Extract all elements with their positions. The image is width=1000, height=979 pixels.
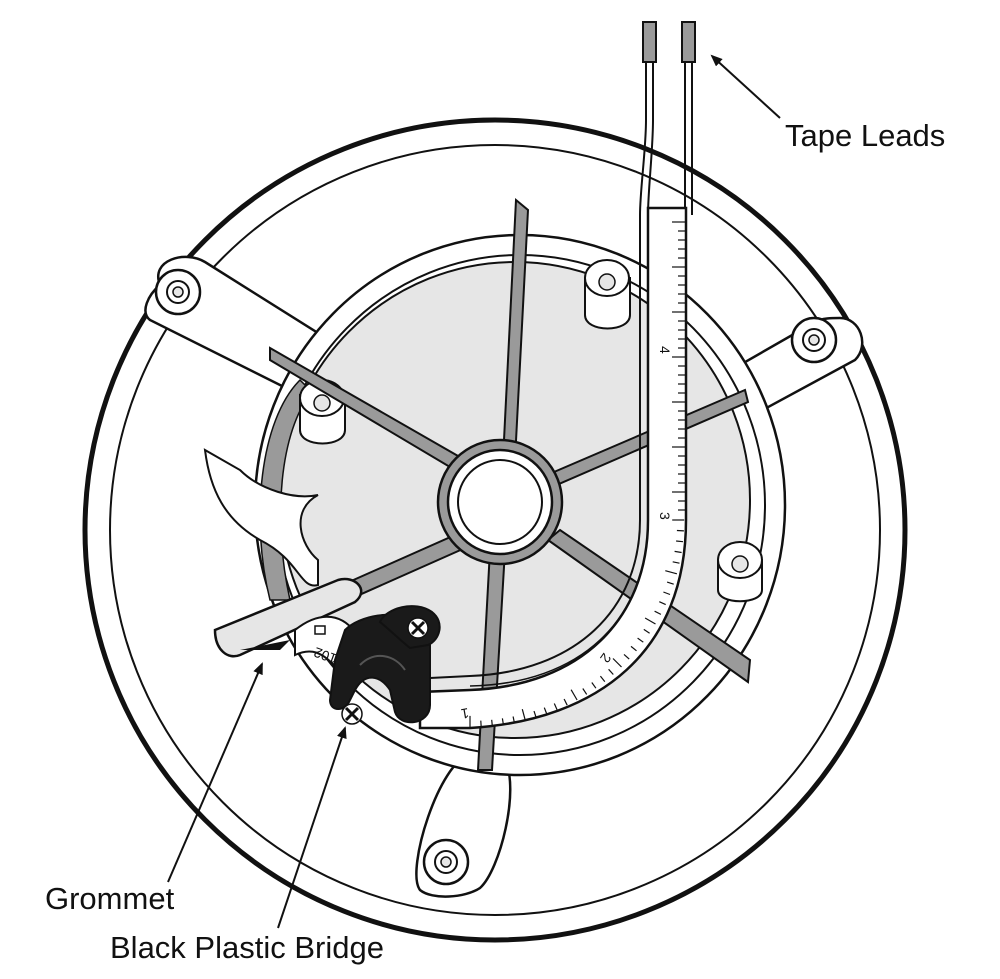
tape-tick	[570, 689, 578, 701]
tape-tick	[491, 719, 493, 727]
screw-icon	[313, 394, 331, 412]
tape-tick	[676, 540, 684, 543]
arrow-icon	[277, 726, 347, 929]
mounting-arm-bottom	[415, 753, 512, 898]
screw-icon	[598, 273, 616, 291]
tape-tick	[533, 710, 537, 718]
tape-tick	[563, 698, 568, 706]
tape-tick	[599, 675, 606, 682]
tape-lead-connector	[681, 21, 696, 63]
tape-tick	[521, 709, 526, 721]
spool-label: 102	[311, 644, 339, 667]
arrow-icon	[710, 54, 781, 119]
tape-ticks	[469, 221, 686, 728]
tape-number-1: 1	[460, 705, 471, 722]
tape-tick	[630, 645, 637, 652]
tape-tick	[665, 570, 678, 575]
black-plastic-bridge	[328, 605, 441, 725]
measuring-tape: 4 3 2 1	[418, 206, 688, 730]
tape-tick	[612, 658, 622, 668]
hub-bore	[457, 459, 543, 545]
arrow-icon	[167, 662, 263, 883]
tape-tick	[608, 668, 614, 675]
tape-lead-connector	[642, 21, 657, 63]
tape-tick	[512, 716, 516, 724]
callout-tape-leads: Tape Leads	[785, 118, 945, 153]
tape-tick	[659, 601, 666, 606]
tape-tick	[582, 688, 588, 695]
standoff-post	[584, 259, 631, 330]
tape-tick	[623, 653, 630, 660]
tape-tick	[666, 581, 674, 585]
tape-tick	[637, 637, 644, 643]
callout-bridge: Black Plastic Bridge	[110, 930, 384, 965]
tape-tick	[644, 617, 656, 625]
tape-tick	[591, 682, 597, 689]
tape-tick	[543, 707, 548, 715]
tape-leads	[639, 21, 696, 216]
tape-tick	[654, 610, 662, 615]
tape-tick	[553, 703, 558, 711]
tape-tick	[643, 628, 650, 634]
tape-tick	[674, 550, 682, 554]
screw-icon	[731, 555, 749, 573]
cable-channel	[203, 448, 319, 587]
standoff-post	[717, 541, 763, 603]
tape-number-3: 3	[657, 512, 673, 520]
tape-tick	[672, 561, 680, 564]
callout-grommet: Grommet	[45, 881, 175, 916]
tape-tick	[501, 718, 505, 726]
standoff-post	[299, 379, 346, 445]
tape-number-4: 4	[657, 346, 673, 354]
tape-tick	[663, 591, 671, 596]
